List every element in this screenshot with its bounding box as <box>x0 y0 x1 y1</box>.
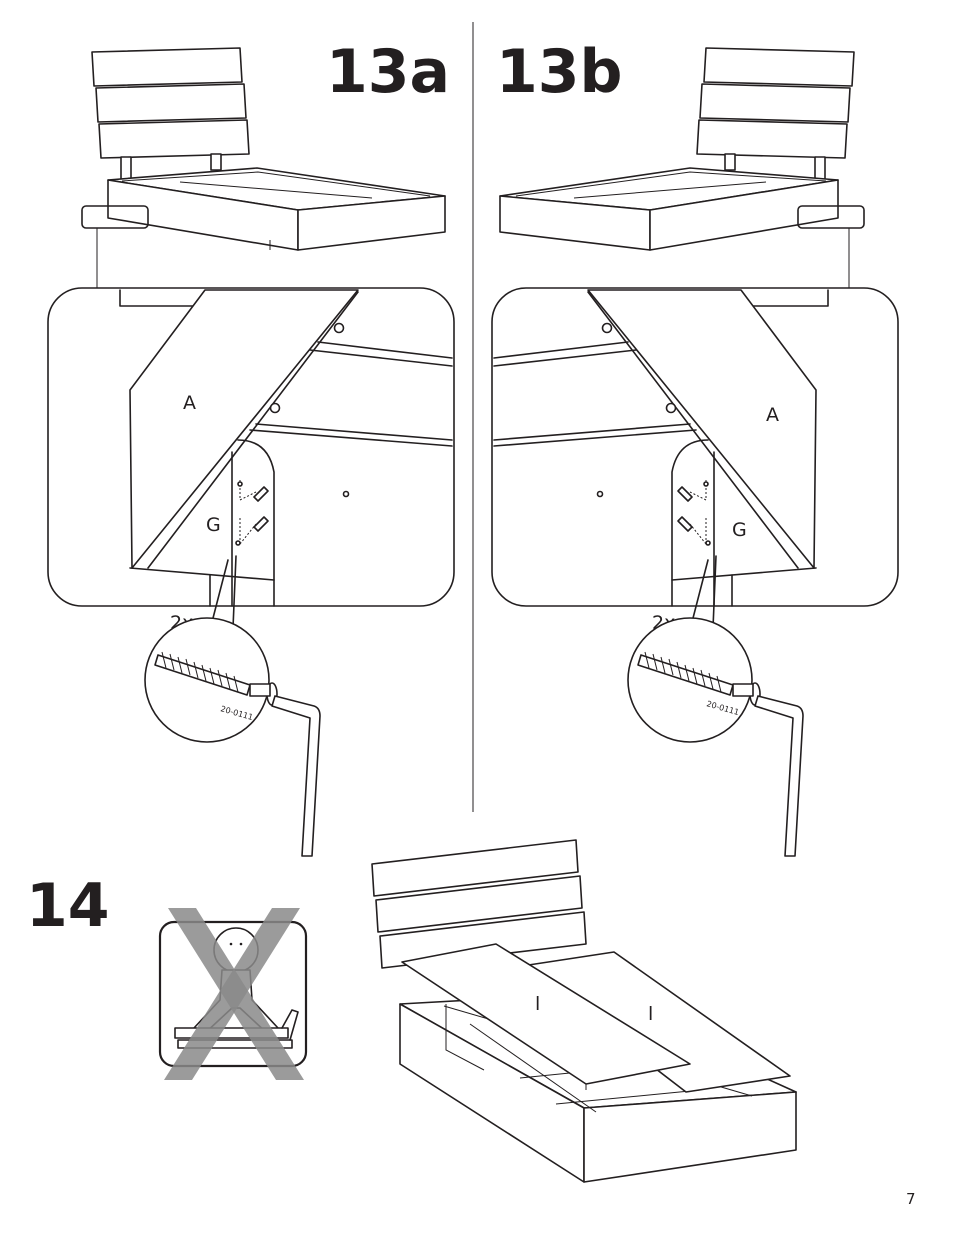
step-13b-illustration: 13b <box>492 37 898 856</box>
panel-mark-left: l <box>535 993 540 1015</box>
panel-mark-right: l <box>648 1003 653 1025</box>
page-number: 7 <box>906 1190 916 1208</box>
no-standing-on-slats-icon <box>160 908 306 1080</box>
bed-frame-13b <box>500 168 838 250</box>
headboard-13b <box>697 48 854 181</box>
headboard-13a <box>92 48 249 181</box>
part-label-a-13a: A <box>183 392 196 414</box>
finished-bed-14 <box>372 840 796 1182</box>
part-label-g-13a: G <box>206 514 221 536</box>
allen-key-icon-13b <box>755 696 803 856</box>
step-13a-illustration: 13a <box>48 37 454 856</box>
step-13b-number: 13b <box>496 37 622 107</box>
part-label-g-13b: G <box>732 519 747 541</box>
allen-key-icon-13a <box>272 696 320 856</box>
step-13a-number: 13a <box>326 37 450 107</box>
bed-frame-13a <box>108 168 445 250</box>
step-14-number: 14 <box>26 871 110 941</box>
part-label-a-13b: A <box>766 404 779 426</box>
step-14-illustration: 14 <box>26 840 796 1182</box>
